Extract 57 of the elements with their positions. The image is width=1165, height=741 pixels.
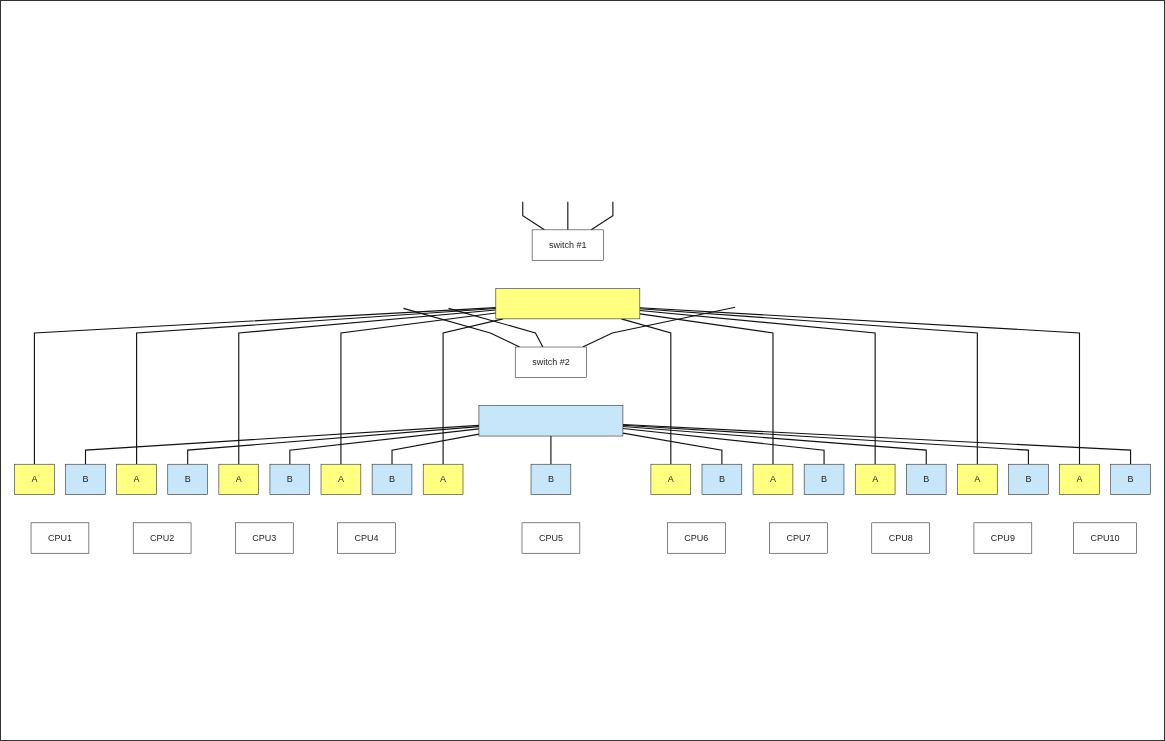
node-box: CPU9 <box>973 522 1033 553</box>
node-box: A <box>320 463 362 495</box>
node-box: CPU3 <box>235 522 294 553</box>
node-box: A <box>854 463 896 495</box>
node-box: B <box>65 463 106 495</box>
node-bar <box>478 404 624 436</box>
connector <box>639 309 876 465</box>
node-box: A <box>422 463 464 495</box>
connector <box>639 312 774 465</box>
connector <box>622 423 1132 465</box>
node-box: A <box>116 463 157 495</box>
node-box: switch #1 <box>531 229 604 261</box>
node-box: CPU7 <box>769 522 828 553</box>
node-box: switch #2 <box>514 346 587 378</box>
connector <box>639 307 978 465</box>
node-box: A <box>752 463 794 495</box>
node-box: B <box>906 463 947 495</box>
connector <box>582 306 736 348</box>
connector <box>622 424 1029 465</box>
node-box: B <box>1008 463 1049 495</box>
connector <box>567 200 569 230</box>
node-box: CPU1 <box>30 522 90 553</box>
node-box: CPU10 <box>1073 522 1137 553</box>
connector <box>136 307 497 465</box>
connector <box>622 432 723 465</box>
connector <box>622 425 927 465</box>
node-box: CPU2 <box>132 522 192 553</box>
node-bar <box>495 287 641 319</box>
connector <box>590 200 614 230</box>
connector <box>33 306 497 465</box>
connector <box>340 311 497 465</box>
connector <box>238 309 497 465</box>
node-box: B <box>530 463 572 495</box>
node-box: CPU5 <box>521 522 581 553</box>
connector <box>522 200 545 230</box>
node-box: B <box>1110 463 1151 495</box>
node-box: B <box>701 463 743 495</box>
node-box: CPU4 <box>337 522 396 553</box>
node-box: B <box>803 463 845 495</box>
node-box: CPU6 <box>667 522 726 553</box>
connector <box>391 433 480 465</box>
node-box: A <box>1059 463 1100 495</box>
node-box: A <box>218 463 259 495</box>
connector <box>550 435 552 465</box>
node-box: CPU8 <box>871 522 930 553</box>
connector <box>84 424 480 465</box>
node-box: A <box>957 463 998 495</box>
connector <box>622 427 825 465</box>
node-box: B <box>167 463 208 495</box>
node-box: A <box>650 463 691 495</box>
node-box: B <box>269 463 311 495</box>
node-box: A <box>14 463 55 495</box>
connector <box>187 425 480 465</box>
connector <box>289 427 480 465</box>
connector <box>639 306 1081 465</box>
node-box: B <box>371 463 413 495</box>
connector <box>448 307 544 348</box>
